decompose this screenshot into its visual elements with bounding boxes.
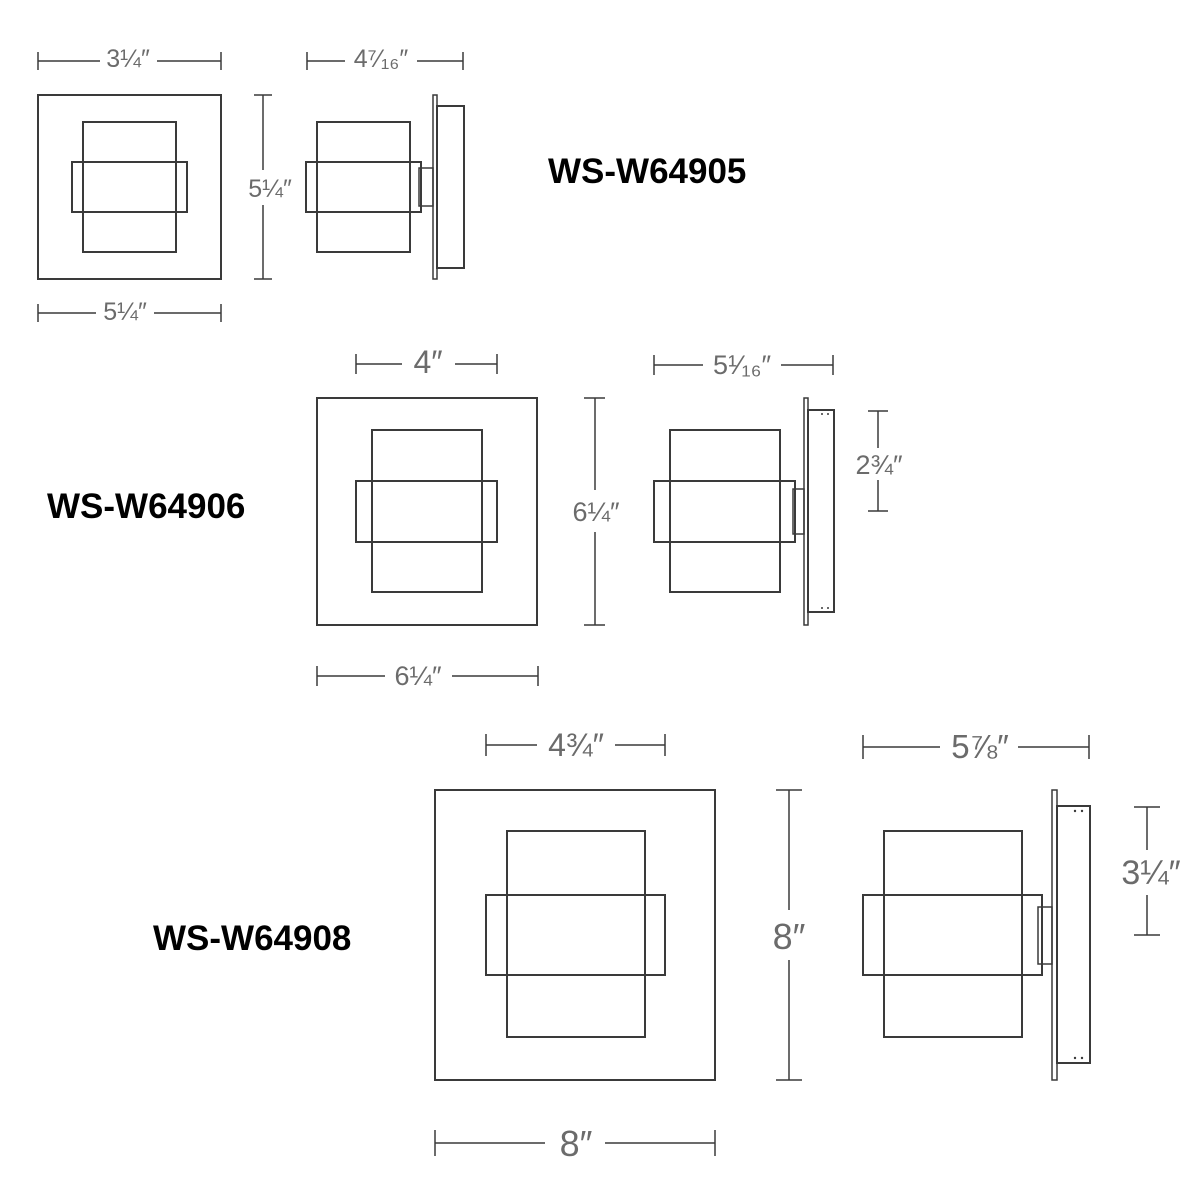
dimension-label: 5¼″ [103, 298, 147, 326]
model-ws-w64905: WS-W64905 3¼″ 5¼″ [37, 45, 746, 326]
dimension-label: 5⅞″ [951, 728, 1009, 765]
dimension-label: 5¼″ [248, 175, 292, 203]
model-label: WS-W64908 [153, 919, 351, 958]
dimension-label: 6¼″ [572, 497, 620, 527]
dimension-label: 4¾″ [548, 727, 604, 763]
dimension-label: 3¼″ [1121, 854, 1180, 892]
dimension-side-depth: 5¹⁄₁₆″ [653, 350, 834, 380]
model-ws-w64908: WS-W64908 4¾″ 8″ 8 [153, 727, 1181, 1164]
dimension-backplate-height: 2¾″ [855, 410, 903, 512]
side-view [653, 397, 835, 626]
dimension-side-depth: 4⁷⁄₁₆″ [306, 45, 464, 73]
side-view [305, 94, 465, 280]
dimension-front-top-width: 4″ [355, 344, 498, 380]
dimension-side-depth: 5⅞″ [862, 728, 1090, 765]
dimension-backplate-height: 3¼″ [1121, 806, 1181, 936]
dimension-front-bottom-width: 6¼″ [316, 661, 539, 691]
front-view [37, 94, 222, 280]
front-view [316, 397, 538, 626]
dimension-label: 6¼″ [394, 661, 442, 691]
model-label: WS-W64905 [548, 152, 746, 191]
dimension-height: 6¼″ [572, 397, 620, 626]
model-ws-w64906: WS-W64906 4″ 6¼″ 6 [47, 344, 903, 691]
dimension-height: 8″ [773, 789, 806, 1081]
dimension-front-top-width: 4¾″ [485, 727, 666, 763]
dimension-front-top-width: 3¼″ [37, 45, 222, 73]
dimension-label: 4″ [413, 344, 442, 380]
dimension-label: 8″ [773, 916, 806, 957]
model-label: WS-W64906 [47, 487, 245, 526]
front-view [434, 789, 716, 1081]
dimension-front-bottom-width: 8″ [434, 1123, 716, 1164]
dimension-label: 4⁷⁄₁₆″ [354, 45, 409, 73]
dimension-front-bottom-width: 5¼″ [37, 298, 222, 326]
dimension-label: 3¼″ [106, 45, 150, 73]
side-view [862, 789, 1091, 1081]
dimension-label: 5¹⁄₁₆″ [713, 350, 772, 380]
dimension-label: 8″ [560, 1123, 593, 1164]
dimension-height: 5¼″ [248, 94, 292, 280]
dimension-label: 2¾″ [855, 450, 903, 480]
